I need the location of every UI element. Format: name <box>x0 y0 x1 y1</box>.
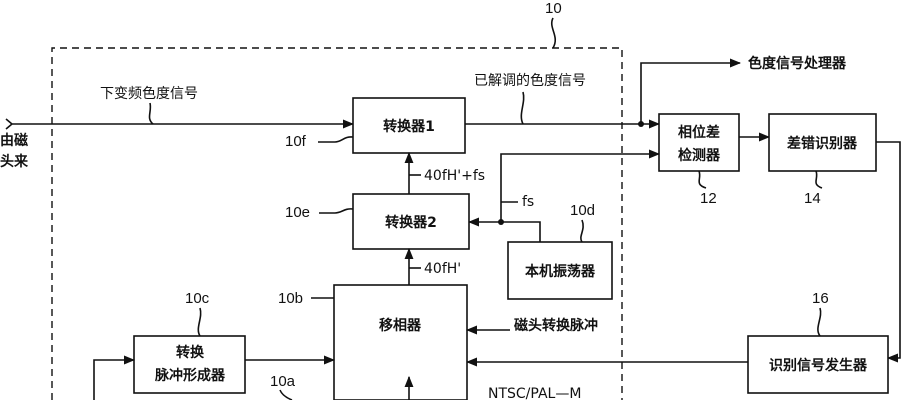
dashed-boundary <box>51 47 623 400</box>
head-switch-pulse-label: 磁头转换脉冲 <box>514 317 598 334</box>
converter-1-block <box>352 97 466 154</box>
from-head-label-1: 由磁 <box>0 132 28 149</box>
converter-1-ref: 10f <box>285 133 307 150</box>
input-line <box>5 119 353 129</box>
osc-to-detector-line <box>500 149 661 222</box>
id-signal-generator-label: 识别信号发生器 <box>769 357 868 374</box>
pulse-former-label-2: 脉冲形成器 <box>154 367 226 384</box>
converter-2-block <box>352 193 470 250</box>
error-identifier-ref: 14 <box>804 190 821 207</box>
outer-ref-label: 10 <box>545 0 562 17</box>
converter-1-label: 转换器1 <box>383 118 435 135</box>
phase-detector-label-1: 相位差 <box>678 124 720 141</box>
phase-shifter-block <box>333 284 468 400</box>
phase-detector-label-2: 检测器 <box>678 147 721 164</box>
demod-signal-label: 已解调的色度信号 <box>474 72 586 89</box>
outer-ref-leader <box>551 17 557 49</box>
id-signal-generator-ref: 16 <box>812 290 829 307</box>
sum-freq-label: 40fH'+fs <box>424 168 485 184</box>
error-identifier-ref-leader <box>815 170 823 189</box>
error-identifier-label: 差错识别器 <box>787 135 858 152</box>
input-signal-leader <box>148 102 154 125</box>
ref-10a-leader <box>279 389 293 400</box>
local-oscillator-ref-leader <box>580 219 584 243</box>
pulse-former-block <box>133 335 246 394</box>
id-signal-generator-ref-leader <box>817 307 822 337</box>
local-oscillator-ref: 10d <box>570 202 595 219</box>
from-head-label-2: 头来 <box>0 153 29 170</box>
phase-detector-ref-leader <box>698 170 707 189</box>
pulse-former-input-line <box>93 355 136 400</box>
to-processor-line <box>640 58 742 124</box>
fs-label: fs <box>522 194 534 210</box>
phase-shifter-ref: 10b <box>278 290 303 307</box>
converter-2-ref: 10e <box>285 204 310 221</box>
input-signal-label: 下变频色度信号 <box>100 85 198 102</box>
converter-1-ref-leader <box>318 136 354 143</box>
local-oscillator-label: 本机振荡器 <box>525 263 596 280</box>
converter-2-ref-leader <box>319 208 354 214</box>
pulse-former-ref: 10c <box>185 290 210 307</box>
error-to-idgen-line <box>876 141 901 363</box>
local-oscillator-block <box>507 241 613 300</box>
osc-to-converter2-line <box>467 217 541 242</box>
converter-2-label: 转换器2 <box>385 214 437 231</box>
pulse-former-label-1: 转换 <box>176 344 205 361</box>
ref-10a: 10a <box>270 373 296 390</box>
demod-signal-leader <box>520 91 525 125</box>
phase-shifter-label: 移相器 <box>379 317 422 334</box>
freq-40fh-label: 40fH' <box>424 261 461 277</box>
phase-detector-ref: 12 <box>700 190 717 207</box>
chroma-processor-label: 色度信号处理器 <box>748 55 847 72</box>
id-signal-generator-block <box>747 335 889 394</box>
pulse-former-ref-leader <box>197 307 202 337</box>
ntsc-palm-label: NTSC/PAL—M <box>488 386 581 400</box>
